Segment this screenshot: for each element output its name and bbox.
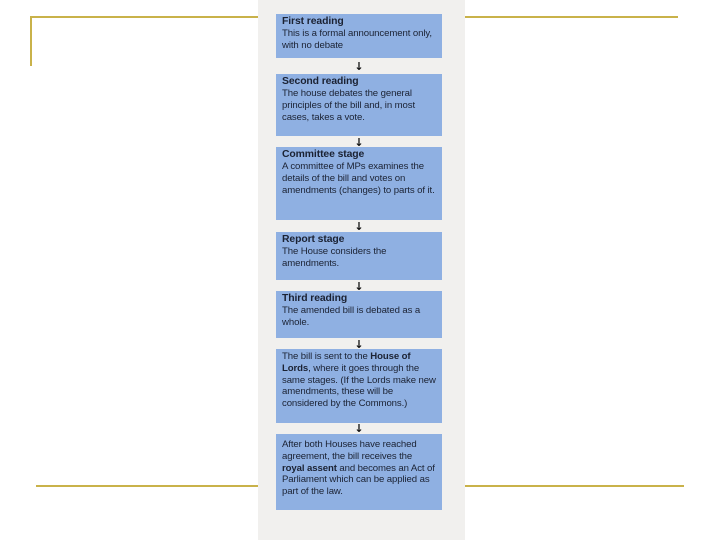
step-royal-assent: After both Houses have reached agreement…	[276, 434, 442, 510]
arrow-down-icon: ↓	[354, 136, 364, 149]
step-first-reading: First reading This is a formal announcem…	[276, 14, 442, 58]
arrow-down-icon: ↓	[354, 280, 364, 293]
step-text: This is a formal announcement only, with…	[282, 28, 432, 52]
step-text: The amended bill is debated as a whole.	[282, 305, 421, 329]
step-text: The House considers the amendments.	[282, 246, 387, 270]
step-text-before: The bill is sent to the	[282, 351, 371, 362]
step-second-reading: Second reading The house debates the gen…	[276, 74, 442, 136]
frame-line-left	[30, 16, 32, 66]
arrow-down-icon: ↓	[354, 60, 364, 73]
step-third-reading: Third reading The amended bill is debate…	[276, 291, 442, 338]
step-committee-stage: Committee stage A committee of MPs exami…	[276, 147, 442, 220]
step-title: Second reading	[282, 76, 359, 87]
step-text-after: , where it goes through the same stages.…	[282, 362, 436, 410]
step-text: The house debates the general principles…	[282, 88, 416, 123]
step-text-after: and becomes an Act of Parliament which c…	[282, 462, 435, 498]
step-text-before: After both Houses have reached agreement…	[282, 439, 417, 462]
step-title: Committee stage	[282, 149, 365, 160]
arrow-down-icon: ↓	[354, 338, 364, 351]
step-title: Report stage	[282, 234, 345, 245]
step-house-of-lords: The bill is sent to the House of Lords, …	[276, 349, 442, 423]
step-report-stage: Report stage The House considers the ame…	[276, 232, 442, 280]
step-title: Third reading	[282, 293, 348, 304]
arrow-down-icon: ↓	[354, 220, 364, 233]
step-bold-term: House of Lords	[282, 351, 411, 374]
step-bold-term: royal assent	[282, 462, 337, 474]
arrow-down-icon: ↓	[354, 422, 364, 435]
step-text: A committee of MPs examines the details …	[282, 161, 435, 196]
step-title: First reading	[282, 16, 344, 27]
